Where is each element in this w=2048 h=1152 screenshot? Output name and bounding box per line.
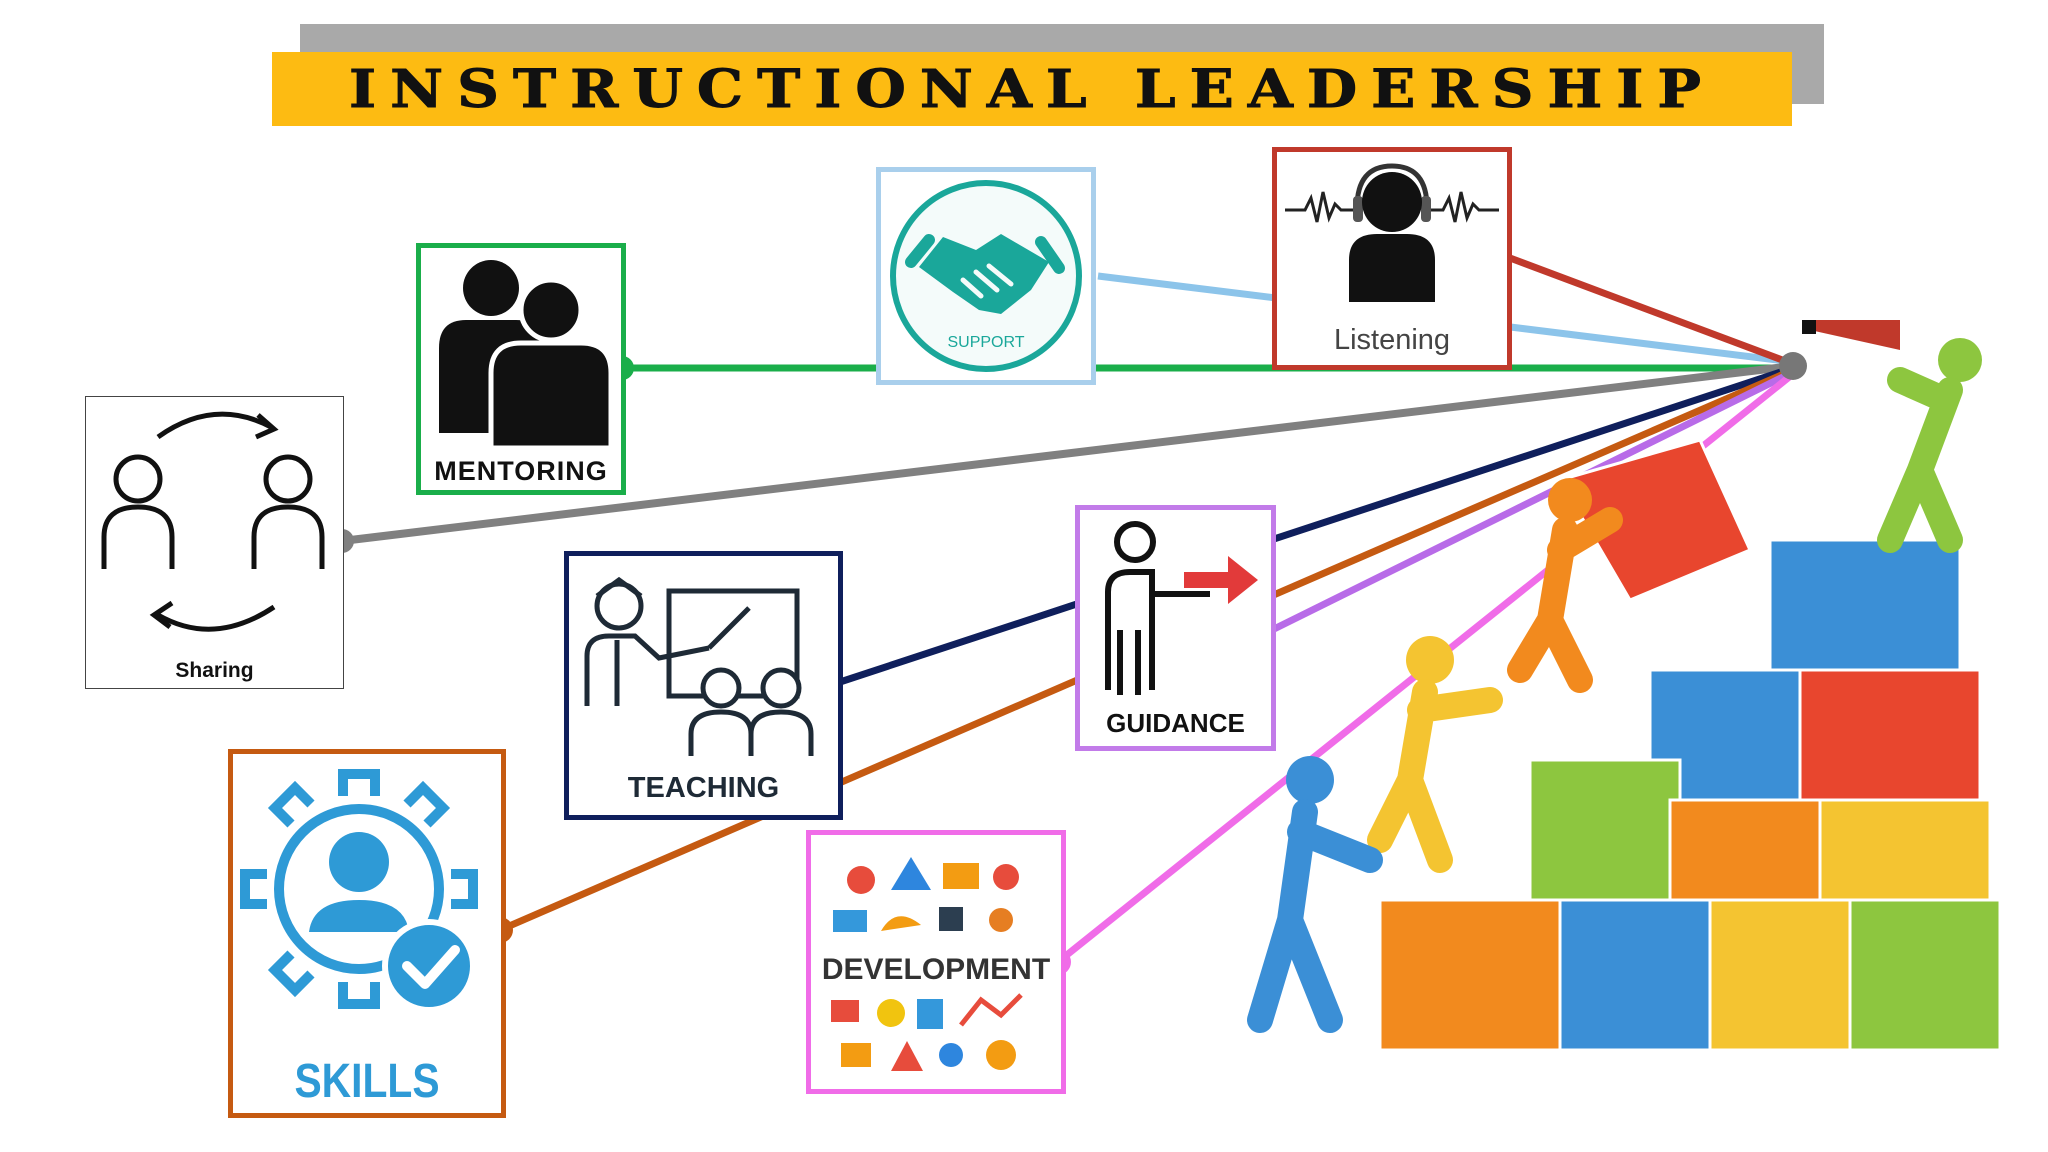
development-collage-icon	[831, 857, 1023, 1071]
mentoring-label: MENTORING	[434, 456, 608, 486]
support-card: SUPPORT	[876, 167, 1096, 385]
title-banner: INSTRUCTIONAL LEADERSHIP	[272, 52, 1792, 126]
sharing-label: Sharing	[175, 659, 254, 682]
puzzle-tower-illustration	[1247, 320, 2002, 1052]
people-icon	[439, 260, 614, 448]
hub-dot	[1779, 352, 1807, 380]
support-label: SUPPORT	[947, 334, 1025, 351]
skills-label: SKILLS	[294, 1055, 440, 1108]
stick-figures	[1247, 338, 1982, 1033]
wire-listening	[1508, 254, 1795, 368]
handshake-icon	[890, 180, 1082, 372]
wire-guidance	[1270, 368, 1795, 634]
teacher-board-icon	[584, 576, 814, 756]
development-card: DEVELOPMENT	[806, 830, 1066, 1094]
guidance-label: GUIDANCE	[1106, 708, 1245, 738]
development-label: DEVELOPMENT	[821, 953, 1051, 986]
wire-teaching	[838, 364, 1795, 686]
teaching-card: TEACHING	[564, 551, 843, 820]
puzzle-piece-leadership	[1788, 668, 1982, 802]
gear-user-check-icon	[240, 769, 478, 1013]
sharing-card: Sharing	[85, 396, 344, 689]
megaphone-icon	[1810, 320, 1900, 350]
page-title: INSTRUCTIONAL LEADERSHIP	[348, 58, 1716, 120]
person-pointing-icon	[1105, 521, 1258, 695]
listening-card: Listening	[1272, 147, 1512, 370]
mentoring-card: MENTORING	[416, 243, 626, 495]
headphones-listener-icon	[1285, 163, 1499, 302]
exchange-people-icon	[101, 411, 325, 632]
wire-sharing	[341, 362, 1794, 545]
skills-card: SKILLS	[228, 749, 506, 1118]
teaching-label: TEACHING	[627, 772, 780, 804]
listening-label: Listening	[1333, 324, 1451, 356]
guidance-card: GUIDANCE	[1075, 505, 1276, 751]
